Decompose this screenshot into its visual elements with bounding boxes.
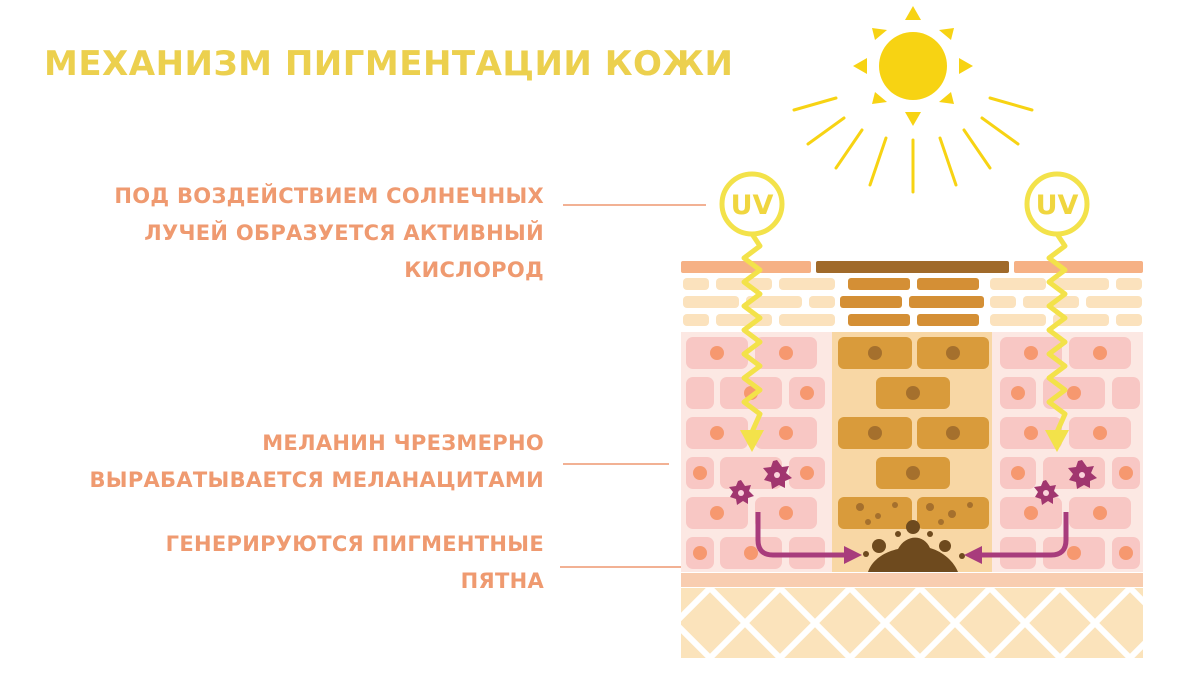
leader-line: [563, 204, 706, 206]
pigment-spot-icon: [863, 520, 965, 572]
label-active-oxygen: ПОД ВОЗДЕЙСТВИЕМ СОЛНЕЧНЫХ ЛУЧЕЙ ОБРАЗУЕ…: [114, 178, 544, 289]
uv-badge-icon: [719, 171, 1090, 452]
page-title: МЕХАНИЗМ ПИГМЕНТАЦИИ КОЖИ: [44, 44, 734, 84]
label-line: МЕЛАНИН ЧРЕЗМЕРНО: [262, 431, 544, 455]
label-pigment-spots: ГЕНЕРИРУЮТСЯ ПИГМЕНТНЫЕ ПЯТНА: [166, 526, 544, 600]
melanocyte-icon: [729, 460, 1097, 505]
label-line: ПОД ВОЗДЕЙСТВИЕМ СОЛНЕЧНЫХ: [114, 184, 544, 208]
sun-icon: [792, 6, 1034, 194]
label-line: КИСЛОРОД: [404, 258, 544, 282]
label-melanin: МЕЛАНИН ЧРЕЗМЕРНО ВЫРАБАТЫВАЕТСЯ МЕЛАНАЦ…: [89, 425, 544, 499]
leader-line: [563, 463, 669, 465]
label-line: ГЕНЕРИРУЮТСЯ ПИГМЕНТНЫЕ: [165, 532, 544, 556]
uv-badge-label: UV: [731, 190, 774, 221]
uv-badge-label: UV: [1036, 190, 1079, 221]
label-line: ЛУЧЕЙ ОБРАЗУЕТСЯ АКТИВНЫЙ: [144, 221, 544, 245]
label-line: ПЯТНА: [460, 569, 544, 593]
label-line: ВЫРАБАТЫВАЕТСЯ МЕЛАНАЦИТАМИ: [89, 468, 544, 492]
arrow-icon: [755, 512, 1069, 564]
